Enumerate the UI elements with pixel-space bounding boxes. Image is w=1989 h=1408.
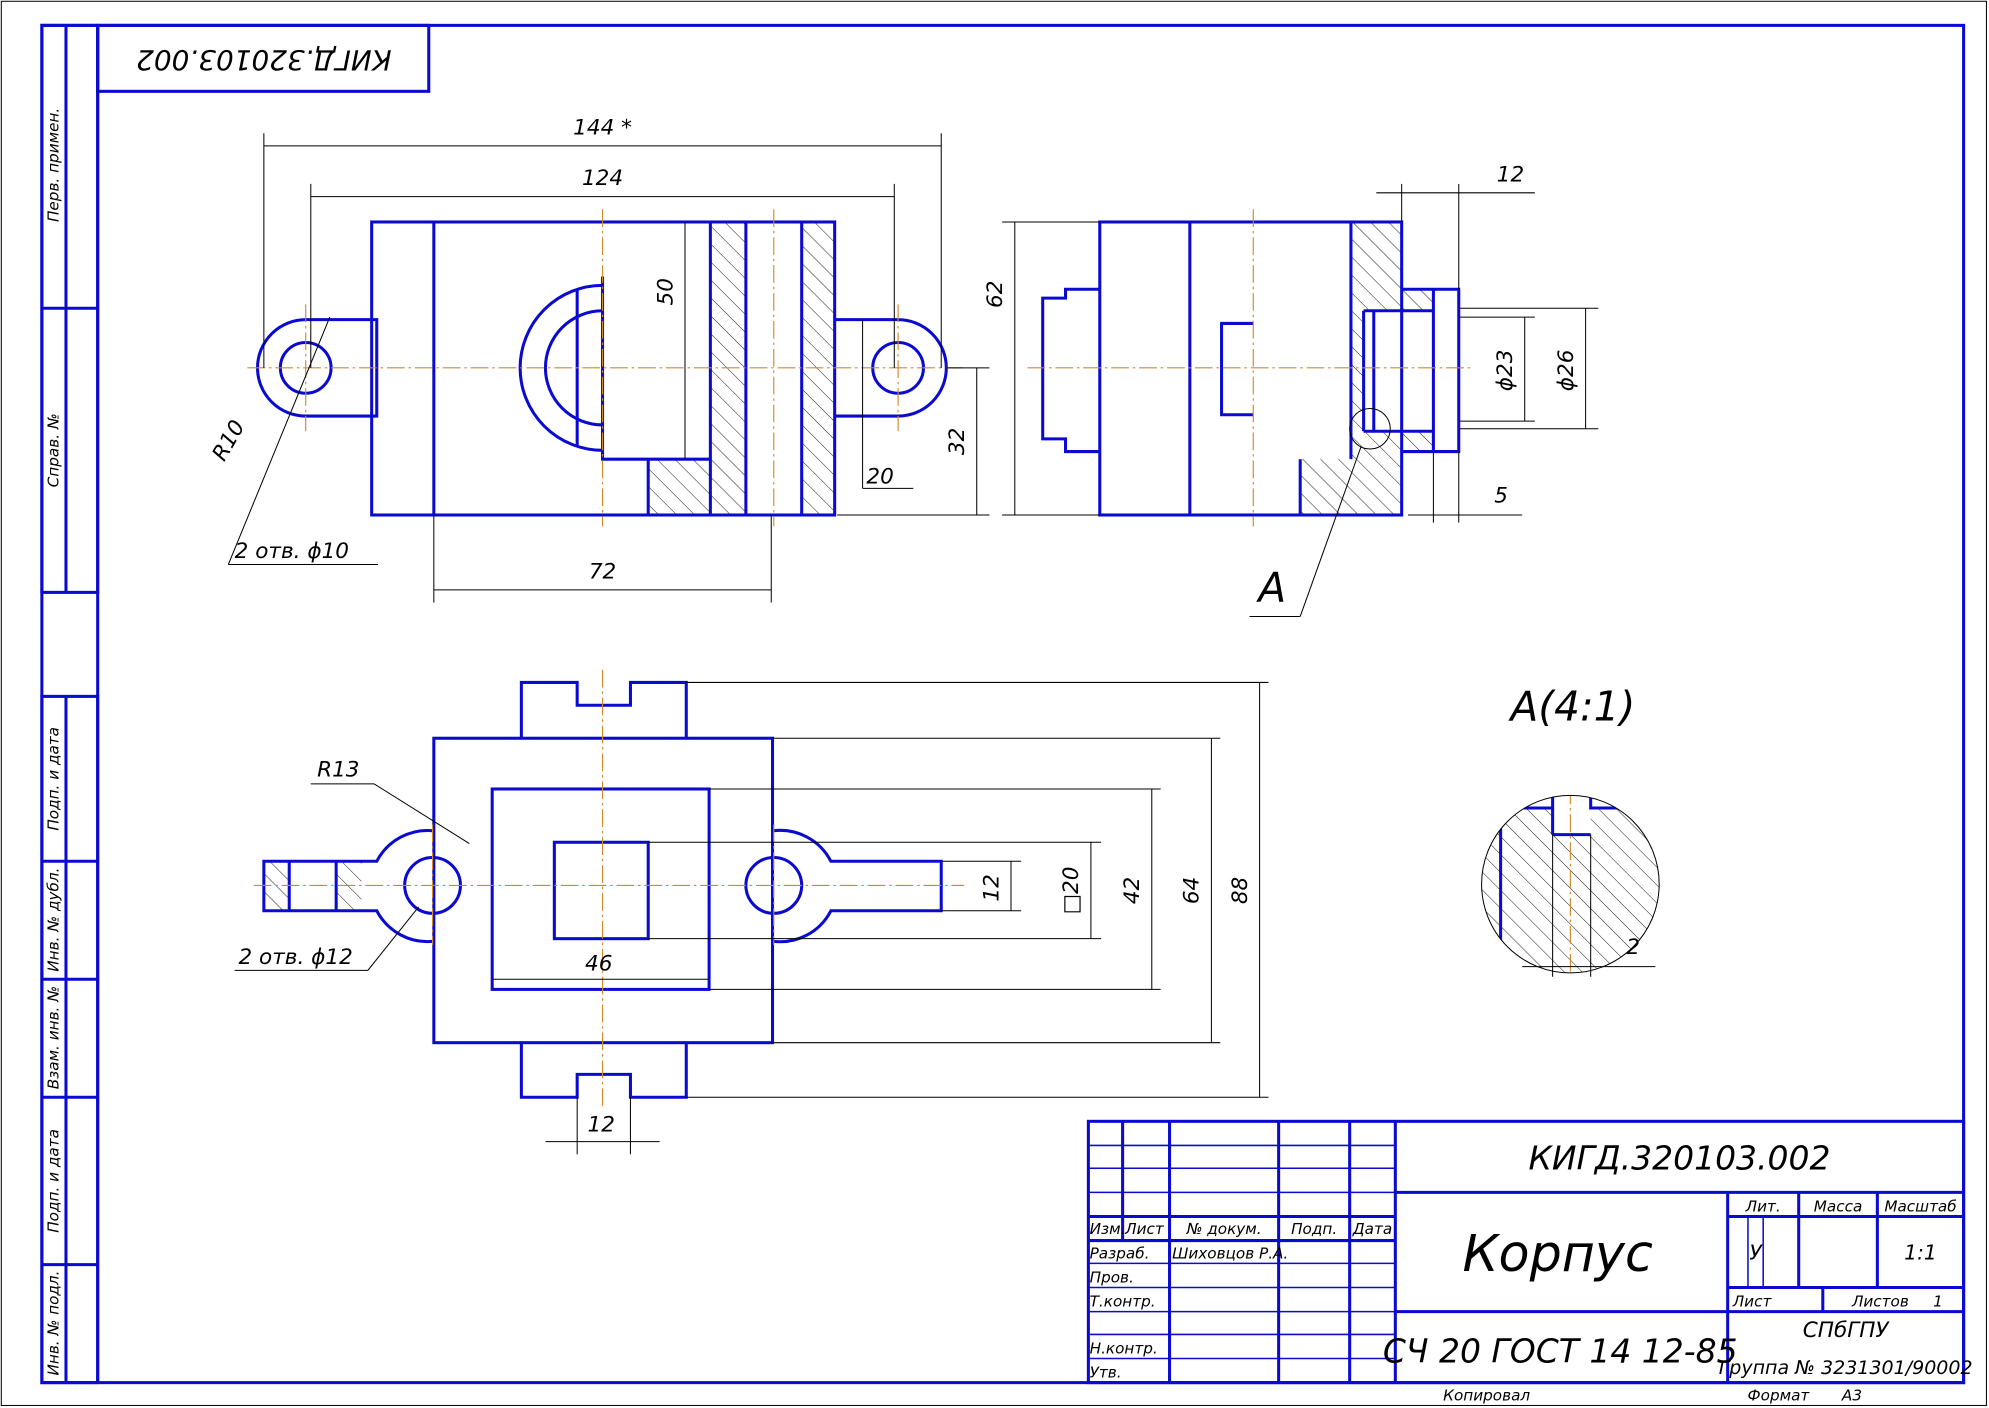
hdr-list: Лист — [1124, 1220, 1165, 1238]
format-label: Формат — [1748, 1386, 1811, 1404]
mass-label: Масса — [1814, 1197, 1863, 1215]
dim-64: 64 — [1180, 877, 1205, 904]
copied-label: Копировал — [1443, 1386, 1530, 1404]
sheets-label: Листов — [1851, 1293, 1909, 1311]
organization: СПбГПУ — [1803, 1318, 1891, 1343]
part-name: Корпус — [1463, 1224, 1653, 1283]
dim-2: 2 — [1626, 935, 1640, 960]
lit-value: У — [1749, 1241, 1763, 1265]
role-prov: Пров. — [1090, 1268, 1134, 1286]
dim-r10: R10 — [208, 416, 251, 465]
dim-holes-12: 2 отв. ϕ12 — [238, 945, 352, 970]
developer-name: Шиховцов Р.А. — [1172, 1244, 1288, 1262]
side-strip-labels: Перв. примен. Справ. № Подп. и дата Инв.… — [44, 108, 62, 1376]
designation: КИГД.320103.002 — [1529, 1139, 1831, 1178]
scale-value: 1:1 — [1904, 1241, 1937, 1265]
strip-label: Перв. примен. — [44, 108, 62, 222]
dim-42: 42 — [1120, 877, 1145, 904]
role-nkontr: Н.контр. — [1090, 1339, 1158, 1357]
strip-label: Инв. № дубл. — [44, 868, 62, 972]
detail-view-a — [1481, 794, 1660, 977]
scale-label: Масштаб — [1884, 1197, 1956, 1215]
strip-label: Подп. и дата — [44, 1129, 62, 1233]
lit-label: Лит. — [1745, 1197, 1781, 1215]
strip-label: Справ. № — [44, 413, 62, 487]
dim-d26: ϕ26 — [1554, 350, 1579, 392]
top-view — [234, 669, 1269, 1155]
hdr-date: Дата — [1352, 1220, 1392, 1238]
dim-50: 50 — [653, 278, 678, 305]
dim-12-side: 12 — [1497, 162, 1524, 187]
strip-label: Взам. инв. № — [44, 986, 62, 1089]
front-view — [227, 133, 990, 603]
dim-12-tab: 12 — [588, 1112, 615, 1137]
format-value: А3 — [1841, 1386, 1862, 1404]
material: СЧ 20 ГОСТ 14 12-85 — [1383, 1331, 1738, 1370]
title-block — [1086, 1119, 1966, 1385]
strip-label: Подп. и дата — [44, 727, 62, 831]
dim-20: 20 — [866, 464, 893, 489]
role-tkontr: Т.контр. — [1090, 1293, 1156, 1311]
dim-sq20: □20 — [1059, 867, 1084, 915]
dim-12-top: 12 — [979, 874, 1004, 901]
detail-marker-a: A — [1255, 563, 1286, 611]
sheet-label: Лист — [1732, 1293, 1773, 1311]
dim-holes-10: 2 отв. ϕ10 — [235, 539, 349, 564]
dim-32: 32 — [945, 428, 970, 455]
role-utv: Утв. — [1090, 1364, 1122, 1382]
dim-5: 5 — [1494, 483, 1508, 508]
role-razrab: Разраб. — [1090, 1244, 1150, 1262]
strip-label: Инв. № подл. — [44, 1271, 62, 1376]
hdr-doc: № докум. — [1186, 1220, 1262, 1238]
sheets-value: 1 — [1933, 1293, 1943, 1311]
hdr-izm: Изм. — [1090, 1220, 1126, 1238]
dim-62: 62 — [983, 281, 1008, 308]
dim-d23: ϕ23 — [1493, 350, 1518, 392]
detail-title: A(4:1) — [1508, 682, 1636, 730]
dim-144: 144 * — [573, 115, 632, 140]
group: Группа № 3231301/90002 — [1719, 1357, 1973, 1379]
stamp-code: КИГД.320103.002 — [136, 43, 391, 76]
side-view — [1002, 183, 1599, 617]
dim-72: 72 — [589, 559, 616, 584]
hdr-sign: Подп. — [1291, 1220, 1337, 1238]
dim-r13: R13 — [317, 757, 359, 782]
dim-46: 46 — [585, 951, 612, 976]
dim-124: 124 — [582, 166, 623, 191]
dim-88: 88 — [1228, 877, 1253, 904]
